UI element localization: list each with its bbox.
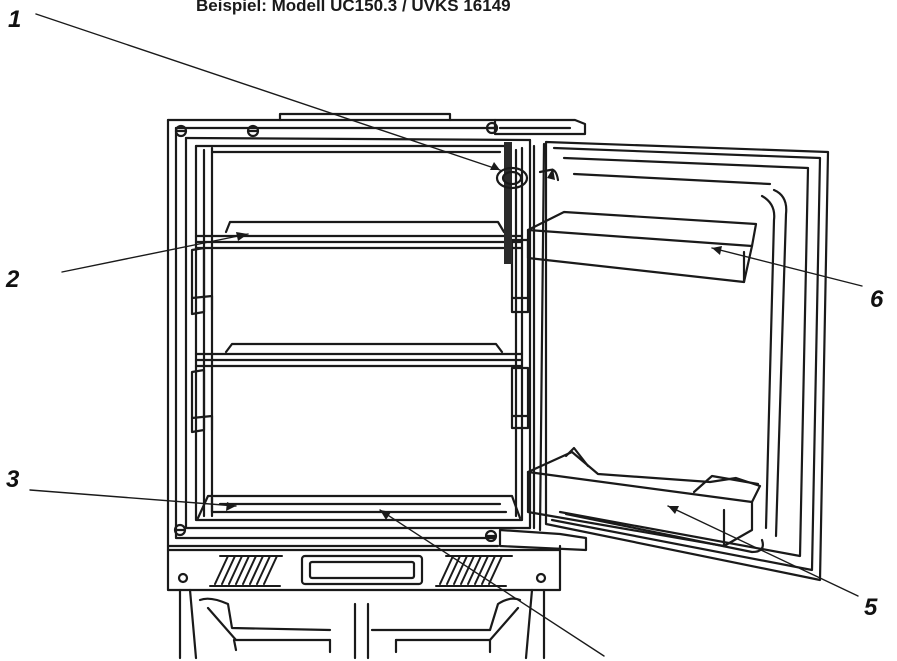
diagram-title: Beispiel: Modell UC150.3 / UVKS 16149	[196, 0, 511, 15]
callout-5: 5	[864, 594, 878, 621]
cabinet-body	[166, 118, 532, 548]
feet	[178, 588, 546, 660]
thermostat-assembly	[495, 142, 529, 264]
callout-1: 1	[8, 6, 22, 33]
upper-door-bin	[526, 210, 758, 284]
bottom-hinge	[484, 528, 588, 552]
leader-lines	[29, 13, 863, 657]
lower-shelf	[194, 342, 524, 368]
arrowheads	[226, 162, 722, 520]
callout-3: 3	[6, 466, 20, 493]
callout-6: 6	[870, 286, 884, 313]
base-plinth	[166, 544, 562, 592]
door	[532, 140, 830, 582]
drip-tray	[196, 494, 522, 520]
shelf-supports	[190, 238, 530, 434]
upper-shelf	[194, 220, 524, 250]
callout-2: 2	[6, 266, 20, 293]
lower-door-bin	[526, 446, 762, 548]
top-hinge	[278, 112, 587, 136]
